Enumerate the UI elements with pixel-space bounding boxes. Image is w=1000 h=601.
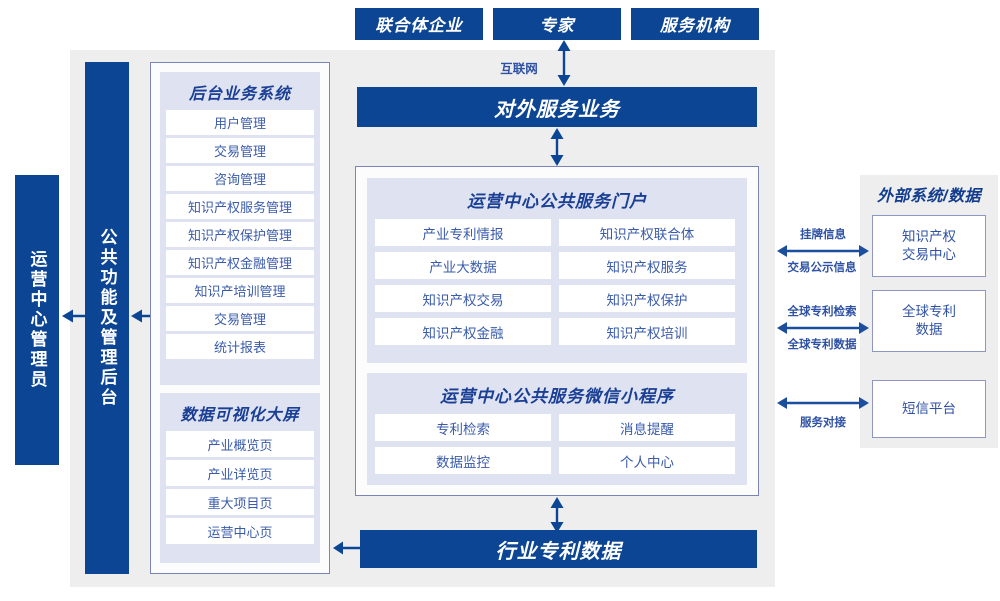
actor-label: 服务机构 [660, 17, 730, 35]
external-system-label-line1: 全球专利 [902, 303, 956, 319]
service-portal-arrow-icon [544, 128, 570, 166]
list-item[interactable]: 产业专利情报 [375, 219, 551, 246]
role-bar-operation-center-admin[interactable]: 运营中心管理员 [15, 175, 59, 465]
list-item[interactable]: 知识产权联合体 [559, 219, 735, 246]
external-system-ip-exchange-center[interactable]: 知识产权 交易中心 [872, 215, 986, 277]
list-item[interactable]: 专利检索 [375, 414, 551, 441]
wechat-miniprogram-title: 运营中心公共服务微信小程序 [440, 387, 674, 406]
public-service-portal-panel: 运营中心公共服务门户 产业专利情报 知识产权联合体 产业大数据 知识产权服务 知… [367, 178, 747, 363]
list-item[interactable]: 知识产权服务管理 [166, 194, 314, 219]
external-system-label-line2: 交易中心 [902, 247, 956, 262]
list-item[interactable]: 咨询管理 [166, 166, 314, 191]
public-service-portal-title: 运营中心公共服务门户 [467, 192, 647, 211]
list-item[interactable]: 知识产权保护管理 [166, 222, 314, 247]
external-connector-arrow-1-icon [777, 241, 869, 261]
connector-label-listing-info: 挂牌信息 [800, 229, 846, 241]
external-system-label-line1: 短信平台 [902, 400, 956, 416]
list-item[interactable]: 交易管理 [166, 138, 314, 163]
list-item[interactable]: 知识产权金融 [375, 318, 551, 345]
data-visualization-title: 数据可视化大屏 [180, 407, 300, 424]
external-systems-title: 外部系统/数据 [877, 188, 981, 205]
center-to-patentdata-arrow-icon [544, 497, 570, 533]
connector-label-global-patent-search: 全球专利检索 [787, 306, 857, 318]
industry-patent-data-bar[interactable]: 行业专利数据 [360, 530, 757, 568]
list-item[interactable]: 产业大数据 [375, 252, 551, 279]
list-item[interactable]: 知识产权交易 [375, 285, 551, 312]
internet-label: 互联网 [500, 62, 538, 76]
list-item[interactable]: 知识产权培训 [559, 318, 735, 345]
external-system-label-line1: 知识产权 [902, 228, 956, 244]
list-item[interactable]: 知识产权金融管理 [166, 250, 314, 275]
list-item[interactable]: 知识产权保护 [559, 285, 735, 312]
backend-business-system-panel: 后台业务系统 用户管理 交易管理 咨询管理 知识产权服务管理 知识产权保护管理 … [160, 72, 320, 385]
list-item[interactable]: 运营中心页 [166, 518, 314, 544]
connector-label-trade-public-info: 交易公示信息 [787, 262, 857, 274]
external-service-bar[interactable]: 对外服务业务 [357, 87, 757, 127]
actor-label: 专家 [539, 17, 575, 35]
wechat-miniprogram-panel: 运营中心公共服务微信小程序 专利检索 消息提醒 数据监控 个人中心 [367, 373, 747, 485]
list-item[interactable]: 用户管理 [166, 110, 314, 135]
external-system-label-line2: 数据 [915, 322, 943, 337]
internet-arrow-icon [551, 40, 577, 86]
list-item[interactable]: 产业概览页 [166, 431, 314, 457]
data-visualization-panel: 数据可视化大屏 产业概览页 产业详览页 重大项目页 运营中心页 [160, 393, 320, 563]
list-item[interactable]: 重大项目页 [166, 489, 314, 515]
connector-label-service-docking: 服务对接 [800, 417, 846, 429]
list-item[interactable]: 知识产权服务 [559, 252, 735, 279]
external-system-global-patent-data[interactable]: 全球专利 数据 [872, 290, 986, 352]
actor-box-expert[interactable]: 专家 [493, 8, 621, 40]
role-bar-common-function-admin-backend[interactable]: 公共功能及管理后台 [85, 62, 129, 574]
list-item[interactable]: 交易管理 [166, 306, 314, 331]
external-system-sms-platform[interactable]: 短信平台 [872, 380, 986, 438]
list-item[interactable]: 个人中心 [559, 447, 735, 474]
list-item[interactable]: 统计报表 [166, 334, 314, 359]
list-item[interactable]: 知识产培训管理 [166, 278, 314, 303]
actor-label: 联合体企业 [375, 17, 463, 35]
list-item[interactable]: 数据监控 [375, 447, 551, 474]
external-connector-arrow-2-icon [777, 318, 869, 338]
list-item[interactable]: 消息提醒 [559, 414, 735, 441]
backend-business-system-title: 后台业务系统 [188, 86, 291, 103]
actor-box-service-org[interactable]: 服务机构 [631, 8, 759, 40]
actor-box-consortium[interactable]: 联合体企业 [355, 8, 483, 40]
list-item[interactable]: 产业详览页 [166, 460, 314, 486]
connector-label-global-patent-data: 全球专利数据 [787, 339, 857, 351]
external-connector-arrow-3-icon [777, 393, 869, 413]
